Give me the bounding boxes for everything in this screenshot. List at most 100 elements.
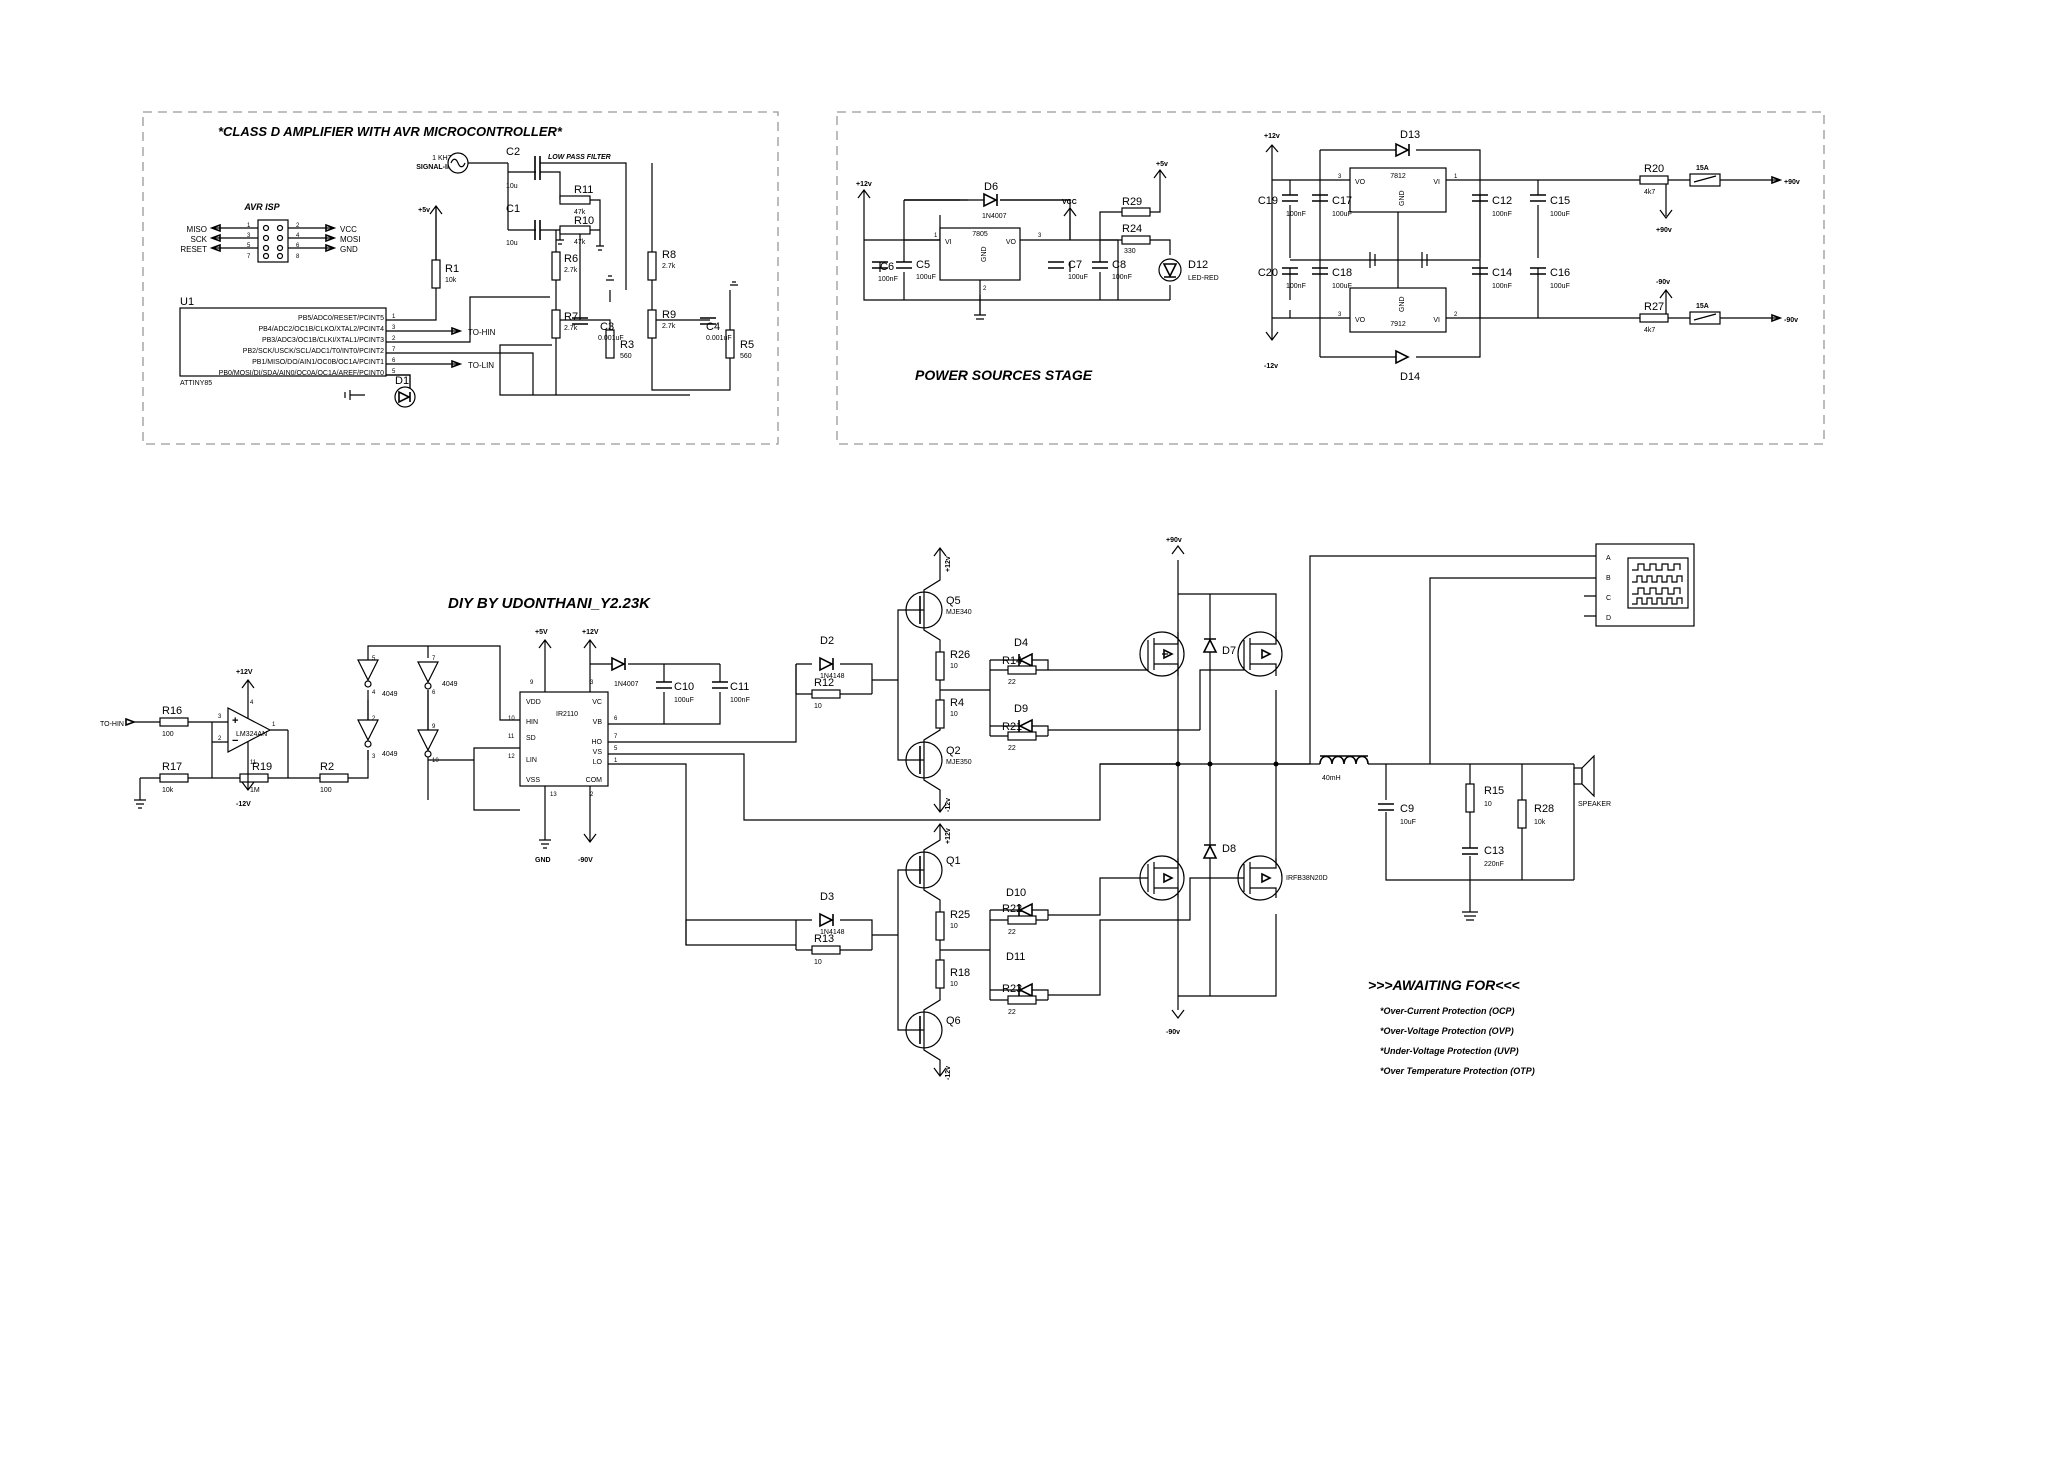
pwr-plus90-out: +90v: [1784, 179, 1800, 186]
r5: [725, 329, 735, 359]
r29: [1121, 207, 1151, 217]
bridge-plus90: +90v: [1166, 537, 1182, 544]
mosfet-low-left: [1138, 855, 1185, 901]
reg-vi: VI: [1433, 317, 1440, 324]
inv-label: 4049: [382, 691, 398, 698]
u1-pin-num: 6: [392, 358, 396, 364]
protection-otp: *Over Temperature Protection (OTP): [1380, 1066, 1535, 1076]
pwr-minus90-tap: -90v: [1656, 279, 1670, 286]
u1-attiny85: [179, 307, 387, 377]
q2-value: MJE350: [946, 759, 972, 766]
ir-pin-label: COM: [586, 777, 603, 784]
pwr-plus90-tap: +90v: [1656, 227, 1672, 234]
r24: [1121, 235, 1151, 245]
isp-reset-label: RESET: [180, 245, 207, 254]
c14-value: 100nF: [1492, 283, 1512, 290]
r1-label: R1: [445, 263, 459, 275]
r2: [319, 773, 349, 783]
u1-pin-label: PB3/ADC3/OC1B/CLKI/XTAL1/PCINT3: [262, 337, 384, 344]
ir-pin-num: 11: [508, 734, 515, 740]
r13: [811, 945, 841, 955]
q1-plus12: +12v: [945, 828, 952, 844]
opamp-minus12: -12V: [236, 801, 251, 808]
d2-label: D2: [820, 635, 834, 647]
d7-label: D7: [1222, 645, 1236, 657]
avr-to-lin-label: TO-LIN: [468, 361, 494, 370]
r7-value: 2.7k: [564, 325, 578, 332]
r18-value: 10: [950, 981, 958, 988]
d3-value: 1N4148: [820, 929, 845, 936]
isp-pins: [209, 223, 337, 260]
author-title: DIY BY UDONTHANI_Y2.23K: [448, 595, 651, 612]
pwr-plus12-a: +12v: [856, 181, 872, 188]
opamp-plus12: +12V: [236, 669, 253, 676]
pwr-minus90-out: -90v: [1784, 317, 1798, 324]
r16: [159, 717, 189, 727]
r10-label: R10: [574, 215, 594, 227]
q2-label: Q2: [946, 745, 961, 757]
isp-mosi-label: MOSI: [340, 235, 360, 244]
c1-label: C1: [506, 203, 520, 215]
d4-label: D4: [1014, 637, 1028, 649]
q5-value: MJE340: [946, 609, 972, 616]
isp-pin-num: 6: [296, 243, 300, 249]
inv-pin-num: 6: [432, 690, 436, 696]
r16-label: R16: [162, 705, 182, 717]
d1-label: D1: [395, 375, 409, 387]
isp-sck-label: SCK: [191, 235, 208, 244]
vcc-label: VCC: [1062, 199, 1077, 206]
op-pin-num: 4: [250, 700, 254, 706]
r15-value: 10: [1484, 801, 1492, 808]
c7-label: C7: [1068, 259, 1082, 271]
ir-gnd: GND: [535, 857, 551, 864]
r26-value: 10: [950, 663, 958, 670]
c19-value: 100nF: [1286, 211, 1306, 218]
ir-pin-num: 7: [614, 734, 618, 740]
r23-value: 22: [1008, 1009, 1016, 1016]
scope-channel-a: A: [1606, 555, 1611, 562]
r14-value: 22: [1008, 679, 1016, 686]
isp-pin-num: 2: [296, 223, 300, 229]
c4-value: 0.001uF: [706, 335, 732, 342]
c18-value: 100uF: [1332, 283, 1352, 290]
amplifier-stage: DIY BY UDONTHANI_Y2.23K TO-HIN R16 100 R…: [100, 537, 1695, 1080]
q1-transistor: [905, 851, 943, 889]
r29-label: R29: [1122, 196, 1142, 208]
r10-value: 47k: [574, 239, 586, 246]
d9-label: D9: [1014, 703, 1028, 715]
c16-label: C16: [1550, 267, 1570, 279]
r23-label: R23: [1002, 983, 1022, 995]
c3-label: C3: [600, 321, 614, 333]
ir-pin-label: HO: [592, 739, 603, 746]
c11-value: 100nF: [730, 697, 750, 704]
q6-label: Q6: [946, 1015, 961, 1027]
q2-transistor: [905, 741, 943, 779]
r4: [935, 699, 945, 729]
r28-value: 10k: [1534, 819, 1546, 826]
ir-pin-num: 5: [614, 746, 618, 752]
ir-pin-label: VB: [593, 719, 603, 726]
reg-7812-label: 7812: [1390, 173, 1406, 180]
scope-channel-c: C: [1606, 595, 1611, 602]
inverter-4049-a: [357, 659, 379, 682]
q5-plus12: +12v: [945, 556, 952, 572]
bridge-minus90: -90v: [1166, 1029, 1180, 1036]
isp-title: AVR ISP: [243, 202, 280, 212]
inverter-4049-b: [357, 719, 379, 742]
r21-value: 22: [1008, 745, 1016, 752]
r16-value: 100: [162, 731, 174, 738]
c19-label: C19: [1258, 195, 1278, 207]
r15-label: R15: [1484, 785, 1504, 797]
inv-pin-num: 5: [372, 656, 376, 662]
r6-label: R6: [564, 253, 578, 265]
r24-value: 330: [1124, 248, 1136, 255]
q6-transistor: [905, 1011, 943, 1049]
pin-num: 3: [1038, 233, 1042, 239]
opamp-minus: −: [232, 735, 238, 747]
r5-value: 560: [740, 353, 752, 360]
c10-label: C10: [674, 681, 694, 693]
isp-pin-num: 7: [247, 254, 251, 260]
isp-pin-num: 1: [247, 223, 251, 229]
r17-label: R17: [162, 761, 182, 773]
d8-label: D8: [1222, 843, 1236, 855]
